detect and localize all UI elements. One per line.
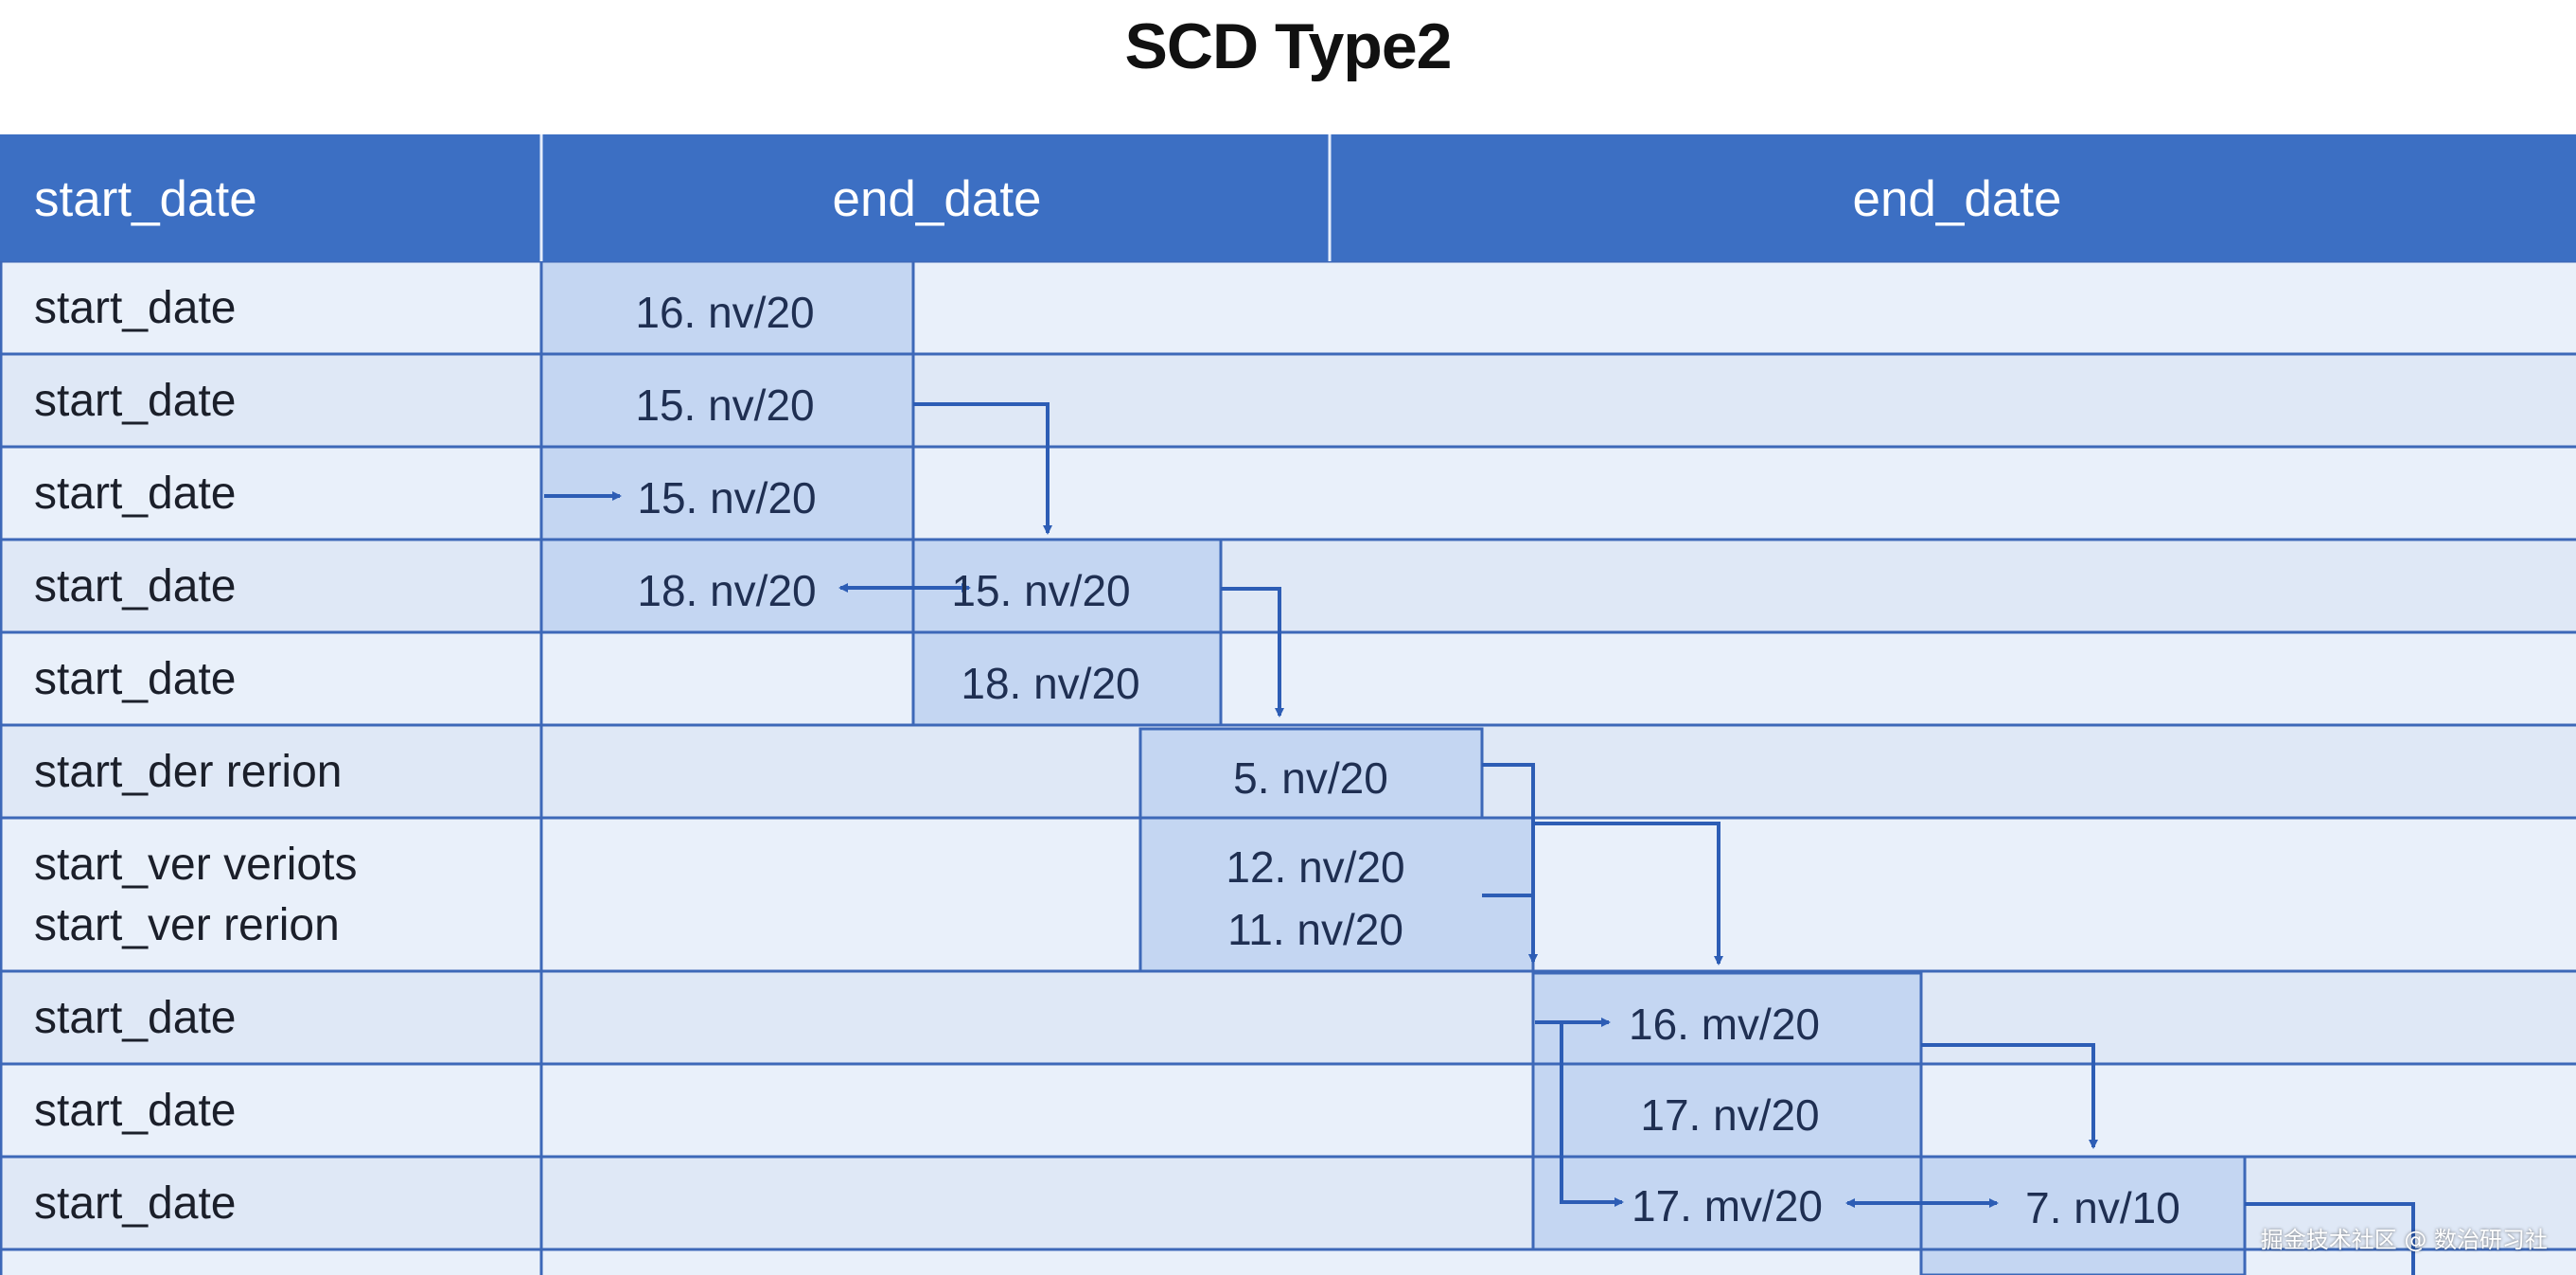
- date-cell-value: 18. nv/20: [961, 659, 1139, 708]
- arrow-connector: [1221, 587, 1284, 717]
- arrow-connector: [1560, 1022, 1624, 1207]
- date-cell-value: 15. nv/20: [635, 381, 814, 430]
- table-header-bg: [0, 134, 2576, 261]
- row-label: start_ver veriots: [34, 840, 357, 890]
- row-label: start_date: [34, 1178, 236, 1229]
- header-label-2: end_date: [832, 171, 1041, 227]
- row-label: start_date: [34, 993, 236, 1043]
- header-label-3: end_date: [1852, 171, 2061, 227]
- table-row-bg: [0, 971, 2576, 1064]
- date-cell: [539, 352, 915, 449]
- diagram-title: SCD Type2: [1124, 10, 1453, 82]
- arrow-connector: [913, 402, 1052, 535]
- watermark-text: 掘金技术社区 @ 数治研习社: [2260, 1227, 2548, 1253]
- date-cell-value: 16. mv/20: [1629, 1000, 1820, 1049]
- date-cell-partial: [1919, 1248, 2247, 1275]
- table-row-bg: [0, 447, 2576, 540]
- row-label: start_date: [34, 654, 236, 704]
- date-cell: [1531, 971, 1923, 1066]
- row-label: start_date: [34, 376, 236, 426]
- table-row-bg: [0, 632, 2576, 725]
- date-cell: [1138, 816, 1535, 973]
- row-label: start_date: [34, 1086, 236, 1136]
- arrow-connector: [1921, 1043, 2098, 1149]
- date-cell-value: 16. nv/20: [635, 288, 814, 337]
- arrow-connector: [1533, 822, 1723, 965]
- date-cell-value: 11. nv/20: [1227, 905, 1403, 954]
- row-label: start_der rerion: [34, 747, 342, 797]
- table-row-bg: [0, 540, 2576, 632]
- header-label-1: start_date: [34, 171, 257, 227]
- row-label: start_ver rerion: [34, 900, 340, 950]
- date-cell: [539, 445, 915, 541]
- row-label: start_date: [34, 469, 236, 519]
- table-row-bg: [0, 354, 2576, 447]
- date-cell-value: 7. nv/10: [2025, 1183, 2180, 1232]
- table-row-bg: [0, 1064, 2576, 1157]
- date-cell-value: 15. nv/20: [951, 566, 1130, 615]
- date-cell-value: 15. nv/20: [637, 473, 816, 522]
- date-cell-value: 17. mv/20: [1632, 1181, 1823, 1231]
- arrow-connector-partial: [2245, 1202, 2415, 1275]
- date-cell: [1531, 1062, 1923, 1159]
- row-label: start_date: [34, 283, 236, 333]
- date-cell-value: 5. nv/20: [1233, 753, 1388, 803]
- row-label: start_date: [34, 561, 236, 611]
- date-cell-value: 17. nv/20: [1640, 1090, 1819, 1140]
- arrow-connector: [1482, 894, 1538, 964]
- date-cell-value: 18. nv/20: [637, 566, 816, 615]
- date-cell-value: 12. nv/20: [1226, 842, 1404, 892]
- table-row-bg: [0, 261, 2576, 354]
